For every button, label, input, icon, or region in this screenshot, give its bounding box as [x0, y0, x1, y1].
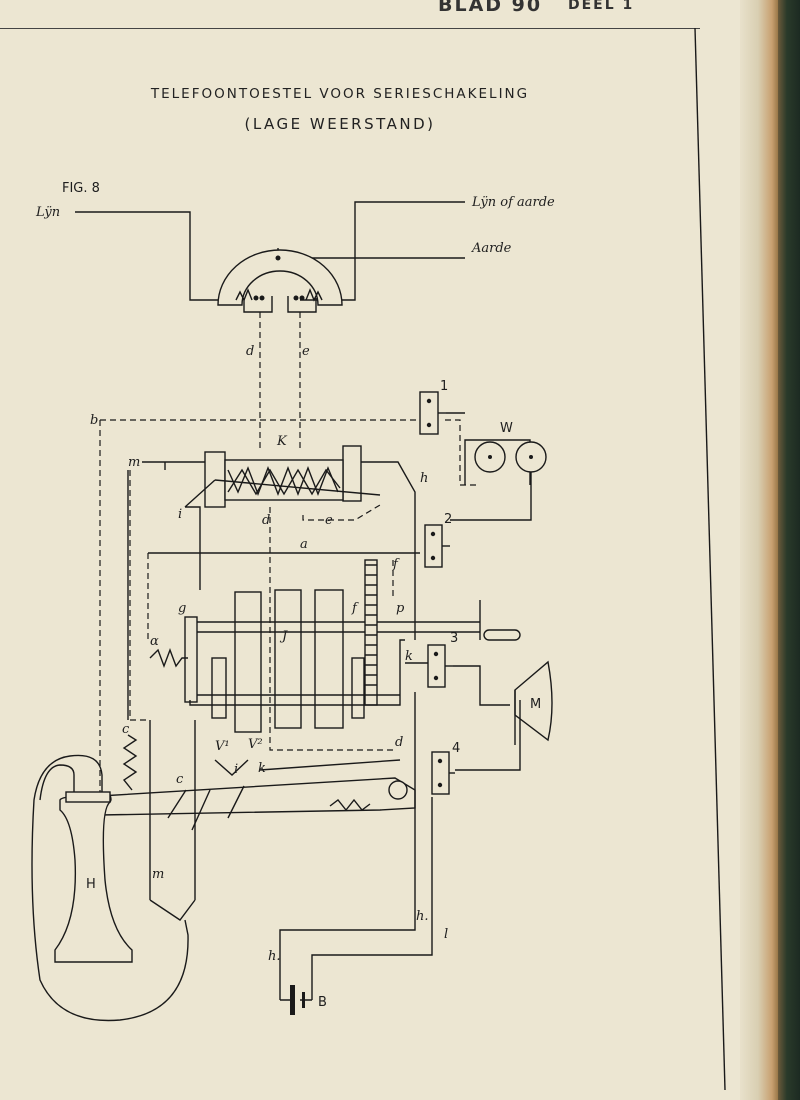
circuit-diagram: FIG. 8 Lÿn Lÿn of aarde Aarde d e b 1 W — [31, 27, 726, 1091]
label-j: J — [279, 629, 288, 644]
label-d-inner: d — [262, 513, 270, 528]
battery — [280, 985, 312, 1015]
label-i-top: i — [178, 507, 182, 522]
label-b-battery: B — [318, 995, 327, 1010]
label-g: g — [178, 601, 186, 616]
label-k-coil: K — [276, 434, 288, 449]
wire-h — [142, 461, 416, 640]
wire-i — [184, 479, 216, 590]
label-d-lever: d — [395, 735, 403, 750]
terminal-2-label: 2 — [444, 512, 452, 527]
label-earth: Aarde — [471, 241, 512, 256]
label-l: l — [444, 927, 448, 942]
label-h-lower: h. — [416, 909, 429, 924]
label-c: c — [176, 772, 184, 787]
book-spine — [778, 0, 800, 1100]
wire-m-dashed — [129, 470, 150, 721]
part-number: DEEL 1 — [568, 0, 635, 13]
wire-h-battery — [279, 692, 416, 1000]
terminal-3 — [427, 644, 453, 688]
terminal-1 — [419, 391, 446, 435]
label-m-top: m — [128, 455, 140, 470]
label-h-handset: H — [86, 877, 96, 892]
label-k: k — [405, 649, 413, 664]
diagram-title: TELEFOONTOESTEL VOOR SERIESCHAKELING — [150, 86, 530, 102]
label-line: Lÿn — [35, 205, 60, 220]
terminal-3-label: 3 — [450, 631, 458, 646]
induction-coil — [204, 445, 362, 508]
label-w: W — [500, 421, 513, 436]
wire-m — [127, 462, 166, 720]
terminal-4 — [431, 751, 455, 795]
label-p: p — [396, 601, 405, 616]
diagram-subtitle: (LAGE WEERSTAND) — [244, 115, 436, 133]
wire-e-inner — [302, 504, 381, 521]
margin-rule — [694, 27, 726, 1091]
bell-w — [446, 412, 547, 521]
terminal-4-label: 4 — [452, 741, 460, 756]
label-f: f — [392, 557, 400, 572]
label-h-battery: h. — [268, 949, 281, 964]
label-d: d — [246, 344, 254, 359]
wire-d-inner — [269, 507, 395, 751]
magneto-generator — [149, 559, 480, 733]
label-m-bottom: m — [152, 867, 164, 882]
label-line-or-earth: Lÿn of aarde — [471, 195, 555, 210]
sheet-number: BLAD 90 — [438, 0, 543, 16]
label-f-gear: f — [351, 601, 359, 616]
crank-handle — [479, 600, 521, 641]
label-k-lever: k — [258, 761, 266, 776]
page-edge — [740, 0, 780, 1100]
label-m-mic: M — [530, 697, 541, 712]
coil-lead — [214, 479, 381, 496]
handset — [31, 720, 196, 1022]
label-i: i — [234, 762, 238, 777]
label-a: a — [300, 537, 308, 552]
label-alpha: α — [150, 634, 159, 649]
label-h: h — [420, 471, 428, 486]
label-v2: V² — [248, 737, 263, 752]
microphone — [453, 660, 553, 771]
label-v1: V¹ — [215, 739, 230, 754]
label-b: b — [90, 413, 98, 428]
wire-l-battery — [311, 797, 433, 1000]
wire-b — [99, 419, 478, 850]
terminal-2 — [424, 524, 450, 568]
terminal-1-label: 1 — [440, 379, 448, 394]
figure-label: FIG. 8 — [62, 181, 100, 196]
label-c-spring: c — [122, 722, 130, 737]
hook-spring — [122, 734, 138, 791]
label-e: e — [302, 344, 310, 359]
label-e-inner: e — [325, 513, 333, 528]
lightning-arrester — [217, 249, 343, 313]
page-header: BLAD 90 DEEL 1 — [0, 0, 700, 29]
